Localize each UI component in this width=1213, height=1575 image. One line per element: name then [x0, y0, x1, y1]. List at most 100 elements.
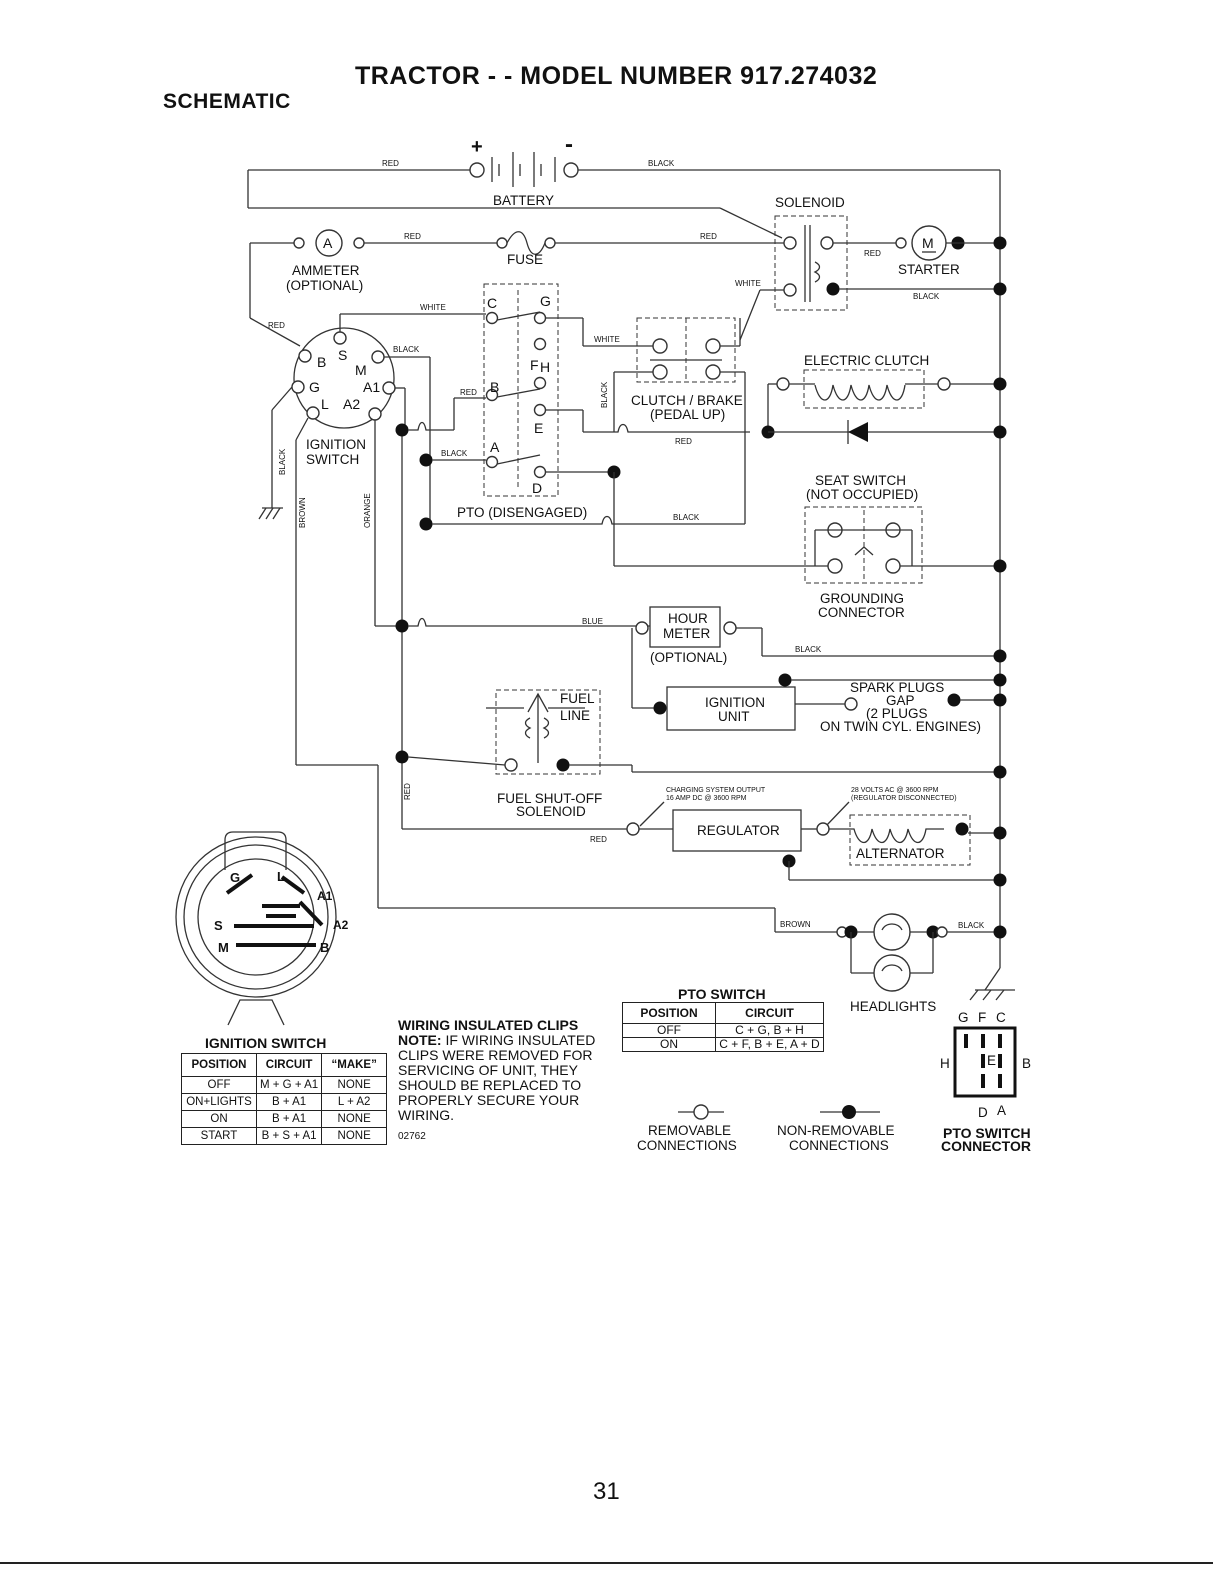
face-label-l: L — [277, 869, 285, 884]
pto-terminal-e: E — [534, 420, 543, 436]
face-label-g: G — [230, 870, 240, 885]
wire-orange: ORANGE — [363, 493, 372, 528]
pto-terminal-a: A — [490, 439, 500, 455]
plugs-label-2: ON TWIN CYL. ENGINES) — [820, 719, 981, 734]
solenoid: SOLENOID — [774, 195, 848, 311]
ign-terminal-g: G — [309, 379, 320, 395]
hour-meter-label-2: METER — [663, 626, 711, 641]
page-subtitle: SCHEMATIC — [163, 90, 291, 113]
ign-cell: L + A2 — [321, 1093, 388, 1111]
diagram-code: 02762 — [398, 1131, 426, 1142]
pto-cell: C + F, B + E, A + D — [715, 1037, 824, 1052]
table-row: OFF C + G, B + H — [622, 1023, 824, 1038]
wire-black-ground: BLACK — [278, 448, 287, 475]
pto-conn-f: F — [978, 1010, 986, 1025]
seat-switch: SEAT SWITCH (NOT OCCUPIED) GROUNDING CON… — [804, 473, 923, 620]
pto-label: PTO (DISENGAGED) — [457, 505, 587, 520]
seat-switch-label: SEAT SWITCH — [815, 473, 906, 488]
ign-header-circuit: CIRCUIT — [255, 1053, 323, 1077]
pto-conn-g: G — [958, 1010, 969, 1025]
wire-red-regulator: RED — [403, 783, 412, 800]
ignition-unit-label: IGNITION — [705, 695, 765, 710]
clutch-brake-switch: CLUTCH / BRAKE (PEDAL UP) — [631, 317, 743, 422]
ign-terminal-a2: A2 — [343, 396, 360, 412]
volts-ac-label: 28 VOLTS AC @ 3600 RPM — [851, 787, 939, 794]
note-text: IF WIRING INSULATED CLIPS WERE REMOVED F… — [398, 1032, 596, 1123]
wire-red-ammeter: RED — [268, 321, 285, 330]
ign-cell: B + S + A1 — [255, 1127, 323, 1145]
alternator-label: ALTERNATOR — [856, 846, 945, 861]
battery-plus: + — [471, 136, 483, 158]
charging-output-label-2: 16 AMP DC @ 3600 RPM — [666, 795, 747, 802]
fuel-solenoid: FUEL LINE FUEL SHUT-OFF SOLENOID — [486, 689, 602, 819]
footer-rule — [0, 1562, 1213, 1564]
fuse: FUSE — [496, 231, 556, 267]
starter-label: STARTER — [898, 262, 960, 277]
pto-table-title: PTO SWITCH — [678, 986, 766, 1002]
pto-terminal-d: D — [532, 480, 542, 496]
notes-heading: WIRING INSULATED CLIPS — [398, 1017, 579, 1033]
wire-white-ignition: WHITE — [420, 303, 446, 312]
grounding-label: GROUNDING — [820, 591, 904, 606]
table-row: ON C + F, B + E, A + D — [622, 1037, 824, 1052]
pto-terminal-g: G — [540, 293, 551, 309]
wire-black-clutch: BLACK — [600, 381, 609, 408]
wire-red-regulator-2: RED — [590, 835, 607, 844]
ign-cell: OFF — [181, 1076, 257, 1094]
solenoid-label: SOLENOID — [775, 195, 845, 210]
wire-black-battery: BLACK — [648, 159, 675, 168]
ammeter-optional: (OPTIONAL) — [286, 278, 363, 293]
clutch-brake-label: CLUTCH / BRAKE — [631, 393, 743, 408]
wire-brown: BROWN — [298, 497, 307, 528]
pto-cell: ON — [622, 1037, 716, 1052]
pto-cell: C + G, B + H — [715, 1023, 824, 1038]
table-row: ON B + A1 NONE — [181, 1110, 388, 1128]
pto-conn-d: D — [978, 1105, 988, 1120]
battery: + - BATTERY — [469, 131, 579, 208]
fuel-solenoid-label-2: SOLENOID — [516, 804, 586, 819]
table-row: START B + S + A1 NONE — [181, 1127, 388, 1145]
headlights-label: HEADLIGHTS — [850, 999, 936, 1014]
legend-non-removable-2: CONNECTIONS — [789, 1138, 889, 1153]
starter-motor: M STARTER — [895, 225, 965, 277]
pto-switch: C G F H B E A D PTO (DISENGAGED) — [457, 283, 587, 520]
pto-conn-c: C — [996, 1010, 1006, 1025]
fuel-line-label: FUEL — [560, 691, 595, 706]
ign-cell: ON — [181, 1110, 257, 1128]
wire-black-solenoid: BLACK — [913, 292, 940, 301]
table-row: ON+LIGHTS B + A1 L + A2 — [181, 1093, 388, 1111]
pto-terminal-b: B — [490, 379, 499, 395]
pto-terminal-c: C — [487, 295, 497, 311]
pto-terminal-f: F — [530, 357, 539, 373]
legend-removable-2: CONNECTIONS — [637, 1138, 737, 1153]
wire-black-hour: BLACK — [795, 645, 822, 654]
plugs-label: (2 PLUGS — [866, 706, 928, 721]
ign-header-position: POSITION — [181, 1053, 257, 1077]
wire-red-clutch: RED — [675, 437, 692, 446]
ignition-switch-label-2: SWITCH — [306, 452, 359, 467]
wire-brown-headlights: BROWN — [780, 920, 811, 929]
starter-symbol: M — [922, 235, 934, 251]
clutch-brake-label-2: (PEDAL UP) — [650, 407, 725, 422]
gap-label: GAP — [886, 693, 915, 708]
pto-conn-h: H — [940, 1056, 950, 1071]
legend-non-removable: NON-REMOVABLE — [777, 1123, 895, 1138]
hour-meter-optional: (OPTIONAL) — [650, 650, 727, 665]
table-row: OFF M + G + A1 NONE — [181, 1076, 388, 1094]
legend-removable: REMOVABLE — [648, 1123, 731, 1138]
ammeter-label: AMMETER — [292, 263, 360, 278]
regulator: REGULATOR — [626, 809, 830, 852]
face-label-m: M — [218, 940, 229, 955]
ign-cell: NONE — [321, 1110, 388, 1128]
ignition-unit: IGNITION UNIT — [653, 686, 796, 731]
electric-clutch-label: ELECTRIC CLUTCH — [804, 353, 929, 368]
pto-header-position: POSITION — [622, 1002, 716, 1024]
headlights: HEADLIGHTS — [836, 913, 948, 1014]
wire-red-solenoid: RED — [700, 232, 717, 241]
ign-cell: B + A1 — [255, 1110, 323, 1128]
ign-cell: M + G + A1 — [255, 1076, 323, 1094]
pto-conn-title: PTO SWITCH — [943, 1125, 1031, 1141]
pto-table: POSITION CIRCUIT OFF C + G, B + H ON C +… — [622, 1002, 824, 1052]
face-label-b: B — [320, 940, 329, 955]
